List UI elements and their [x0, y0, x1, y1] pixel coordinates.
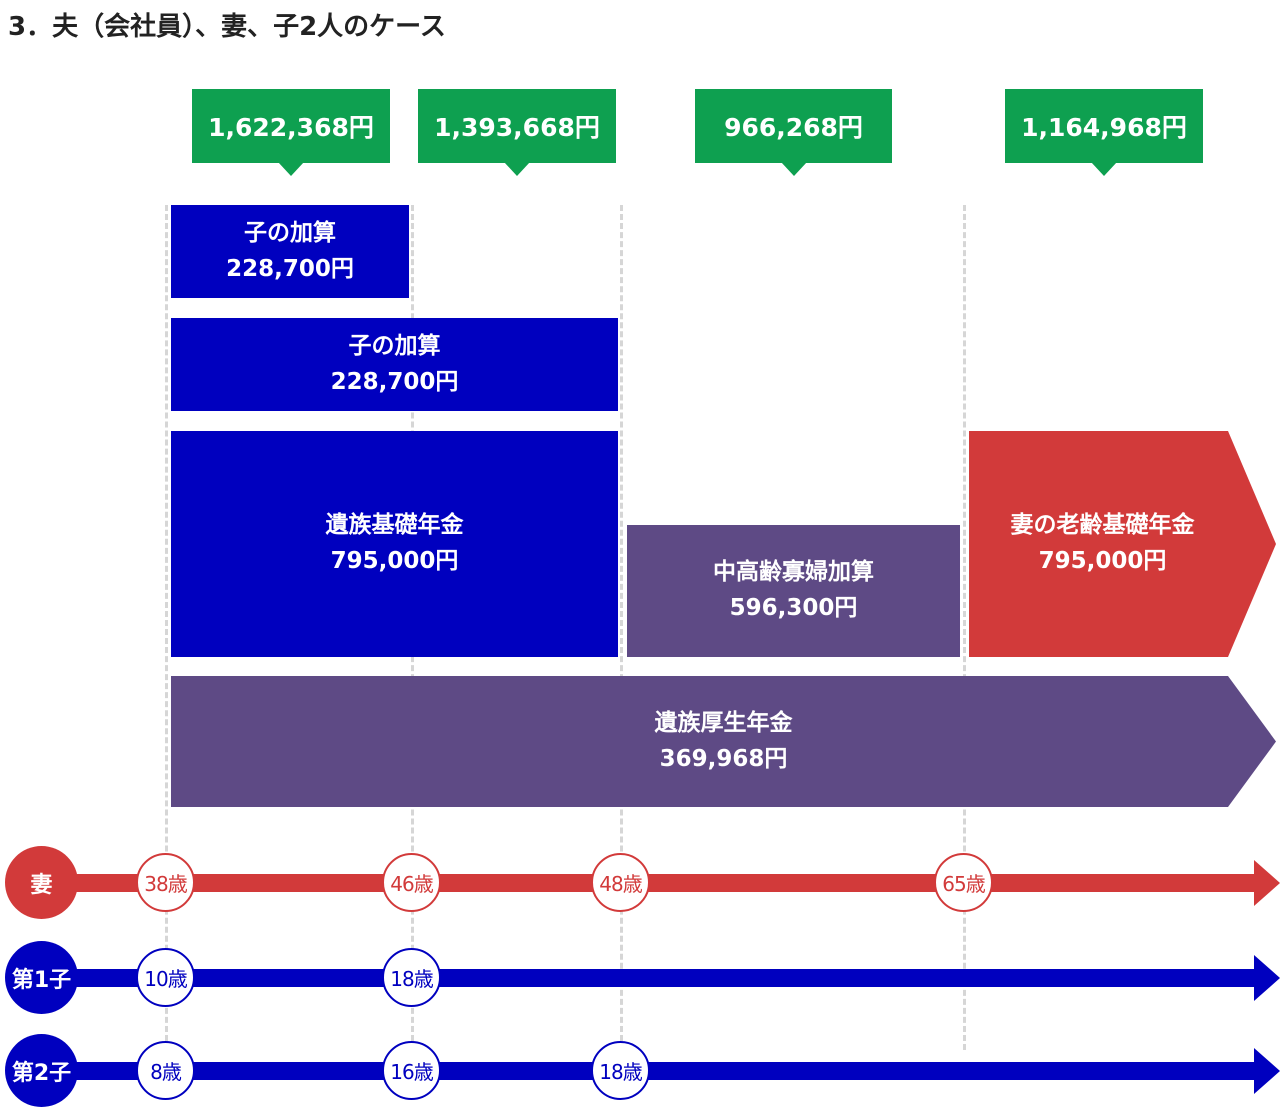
benefit-amount: 596,300円 — [729, 595, 858, 621]
first-child-timeline-arrow — [60, 955, 1280, 1001]
benefit-amount: 228,700円 — [226, 255, 354, 282]
second-child-timeline-arrow — [60, 1048, 1280, 1094]
total-amount: 1,393,668円 — [434, 113, 600, 142]
total-callout-3: 966,268円 — [695, 89, 892, 176]
page-title: 3．夫（会社員）、妻、子2人のケース — [8, 12, 446, 42]
survivor-basic-pension-block: 遺族基礎年金 795,000円 — [171, 431, 618, 657]
benefit-name: 中高齢寡婦加算 — [713, 559, 874, 586]
arrow-head-icon — [1254, 1048, 1280, 1094]
child-addition-block-1: 子の加算 228,700円 — [171, 205, 409, 298]
wife-age-marker: 48歳 — [591, 853, 650, 912]
wife-timeline-arrow — [60, 860, 1280, 906]
milestone-line-3 — [620, 205, 623, 1050]
second-child-age-marker: 18歳 — [591, 1041, 650, 1100]
total-amount: 1,622,368円 — [208, 113, 374, 142]
benefit-name: 子の加算 — [244, 219, 336, 246]
benefit-amount: 795,000円 — [330, 548, 459, 574]
benefit-name: 子の加算 — [348, 332, 441, 359]
first-child-age-marker: 18歳 — [382, 948, 441, 1007]
second-child-age-marker: 16歳 — [382, 1041, 441, 1100]
benefit-name: 遺族基礎年金 — [325, 512, 464, 539]
wife-old-age-basic-pension-block: 妻の老齢基礎年金 795,000円 — [969, 431, 1276, 657]
second-child-age-marker: 8歳 — [136, 1041, 195, 1100]
arrow-head-icon — [1254, 955, 1280, 1001]
survivor-employee-pension-block: 遺族厚生年金 369,968円 — [171, 676, 1276, 807]
benefit-amount: 795,000円 — [1038, 548, 1167, 574]
wife-age-marker: 38歳 — [136, 853, 195, 912]
total-callout-4: 1,164,968円 — [1005, 89, 1203, 176]
wife-age-marker: 46歳 — [382, 853, 441, 912]
second-child-row-label: 第2子 — [5, 1034, 78, 1107]
total-callout-1: 1,622,368円 — [192, 89, 390, 176]
first-child-age-marker: 10歳 — [136, 948, 195, 1007]
total-amount: 966,268円 — [724, 113, 863, 142]
widow-addition-block: 中高齢寡婦加算 596,300円 — [627, 525, 960, 657]
benefit-name: 遺族厚生年金 — [654, 709, 793, 736]
milestone-line-1 — [165, 205, 168, 1050]
benefit-name: 妻の老齢基礎年金 — [1010, 512, 1195, 539]
benefit-amount: 228,700円 — [330, 368, 459, 395]
total-callout-2: 1,393,668円 — [418, 89, 616, 176]
first-child-row-label: 第1子 — [5, 941, 78, 1014]
benefit-amount: 369,968円 — [659, 745, 788, 772]
total-amount: 1,164,968円 — [1021, 113, 1187, 142]
arrow-head-icon — [1254, 860, 1280, 906]
milestone-line-4 — [963, 205, 966, 1050]
child-addition-block-2: 子の加算 228,700円 — [171, 318, 618, 411]
wife-age-marker: 65歳 — [934, 853, 993, 912]
wife-row-label: 妻 — [5, 846, 78, 919]
